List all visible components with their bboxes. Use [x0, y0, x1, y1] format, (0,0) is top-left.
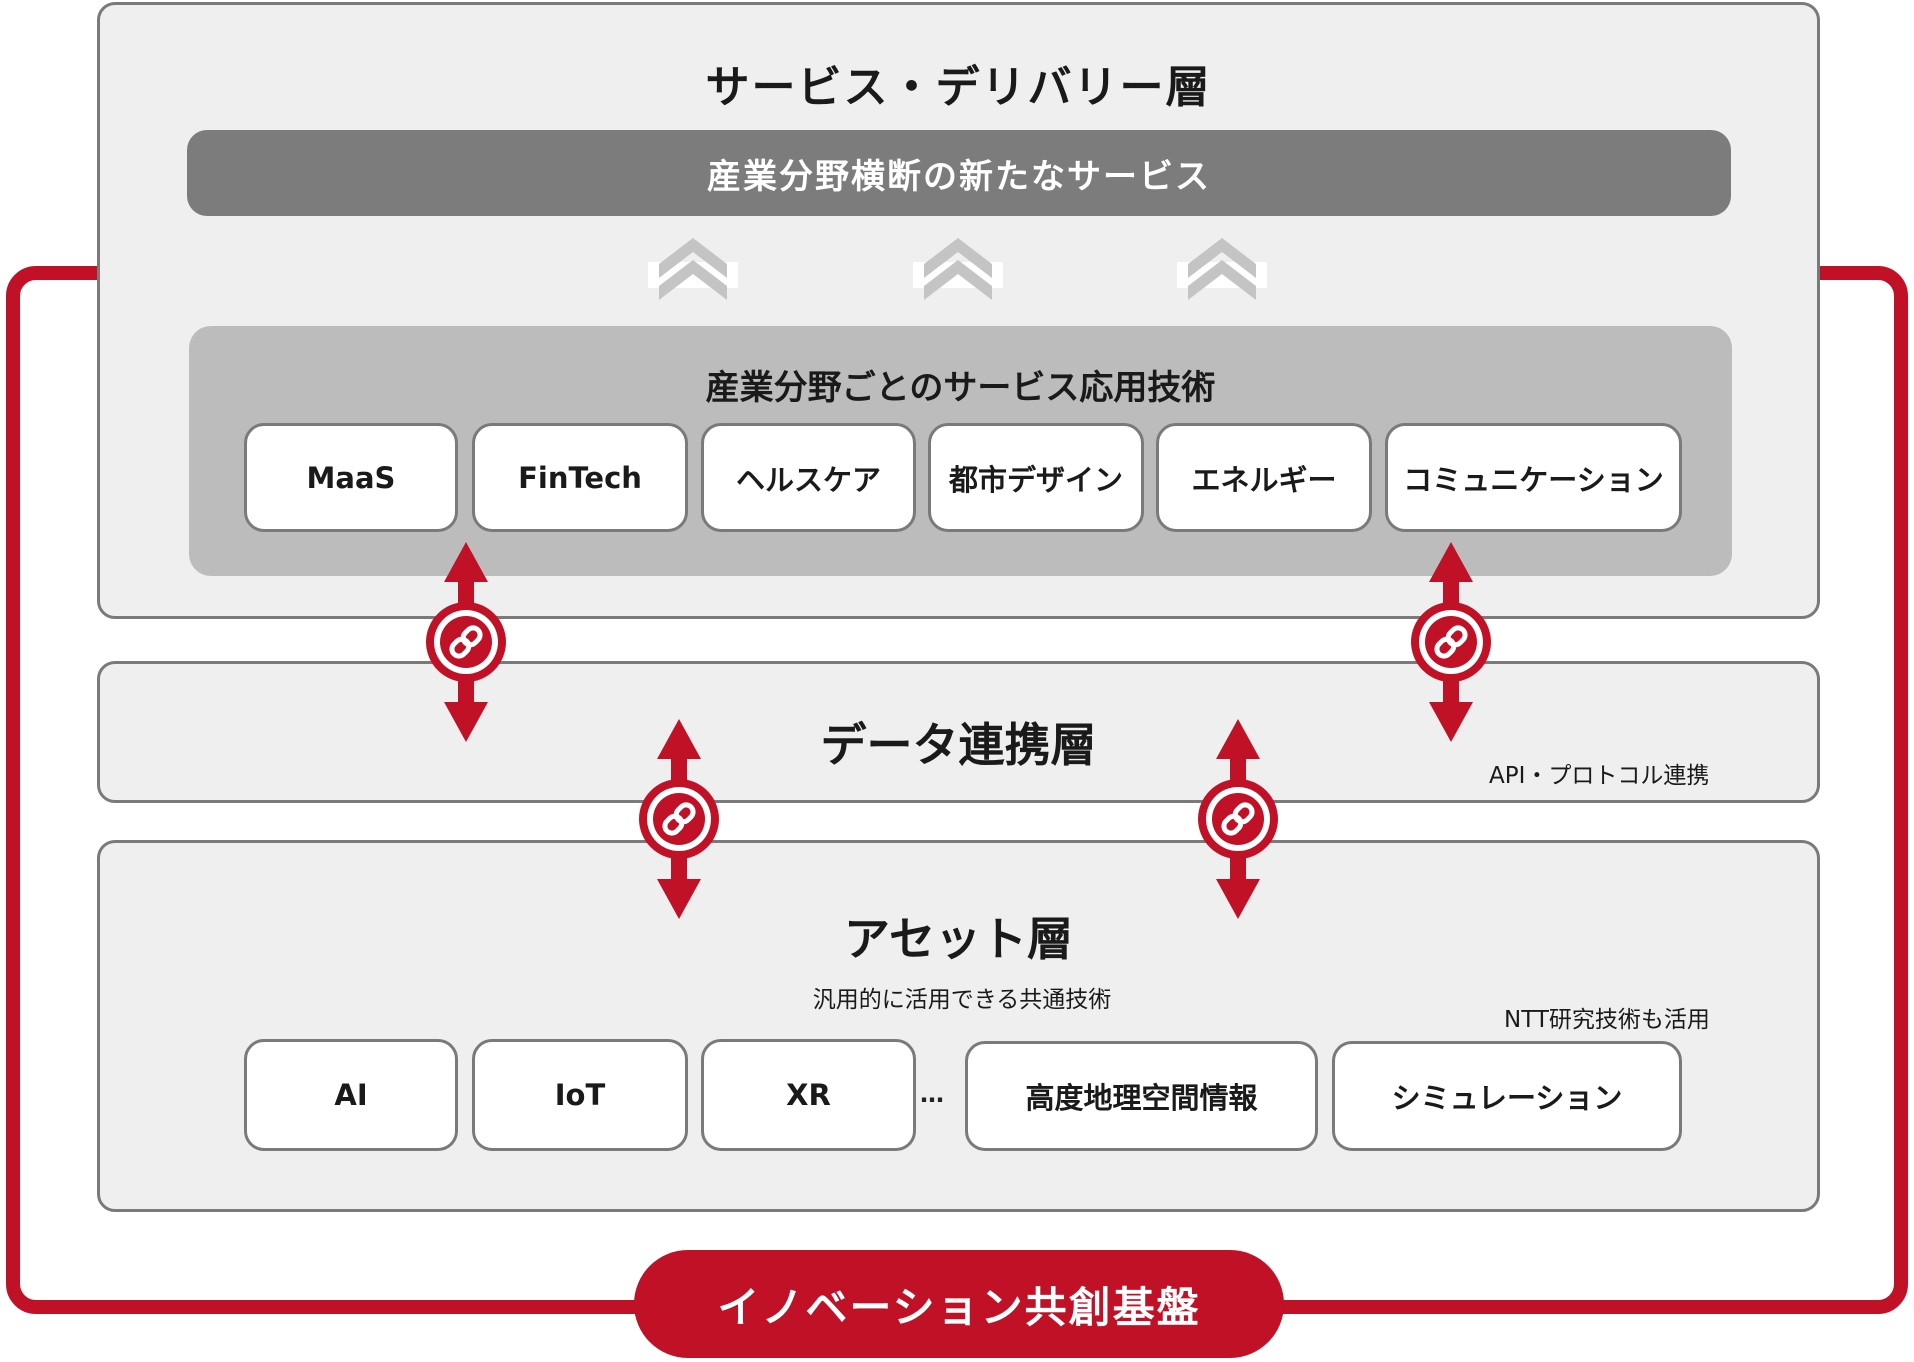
asset-box-simulation: シミュレーション	[1332, 1041, 1682, 1151]
double-chevron-up-icon	[924, 238, 992, 300]
asset-box-iot: IoT	[472, 1039, 688, 1151]
chain-link-icon	[1198, 779, 1278, 859]
double-chevron-up-icon	[659, 238, 727, 300]
chain-link-icon	[426, 602, 506, 682]
app-box-energy: エネルギー	[1156, 423, 1372, 532]
asset-layer-title: アセット層	[843, 912, 1074, 966]
app-box-communication: コミュニケーション	[1385, 423, 1682, 532]
data-linkage-layer-title: データ連携層	[820, 718, 1097, 772]
applied-tech-title: 産業分野ごとのサービス応用技術	[705, 368, 1216, 408]
asset-box-ai: AI	[244, 1039, 458, 1151]
service-delivery-layer-title: サービス・デリバリー層	[705, 62, 1212, 113]
chain-link-icon	[1411, 602, 1491, 682]
data-linkage-layer: データ連携層	[97, 661, 1820, 803]
ntt-research-note: NTT研究技術も活用	[1504, 1007, 1710, 1033]
double-chevron-up-icon	[1188, 238, 1256, 300]
asset-box-geospatial: 高度地理空間情報	[965, 1041, 1318, 1151]
cross-industry-new-services-bar: 産業分野横断の新たなサービス	[187, 130, 1731, 216]
api-protocol-note: API・プロトコル連携	[1489, 763, 1710, 789]
asset-layer-subtitle: 汎用的に活用できる共通技術	[812, 987, 1112, 1013]
chain-link-icon	[639, 779, 719, 859]
app-box-maas: MaaS	[244, 423, 458, 532]
app-box-fintech: FinTech	[472, 423, 688, 532]
asset-box-xr: XR	[701, 1039, 916, 1151]
asset-ellipsis: …	[920, 1080, 944, 1108]
app-box-urban-design: 都市デザイン	[928, 423, 1144, 532]
innovation-platform-label: イノベーション共創基盤	[634, 1250, 1284, 1358]
app-box-healthcare: ヘルスケア	[701, 423, 916, 532]
